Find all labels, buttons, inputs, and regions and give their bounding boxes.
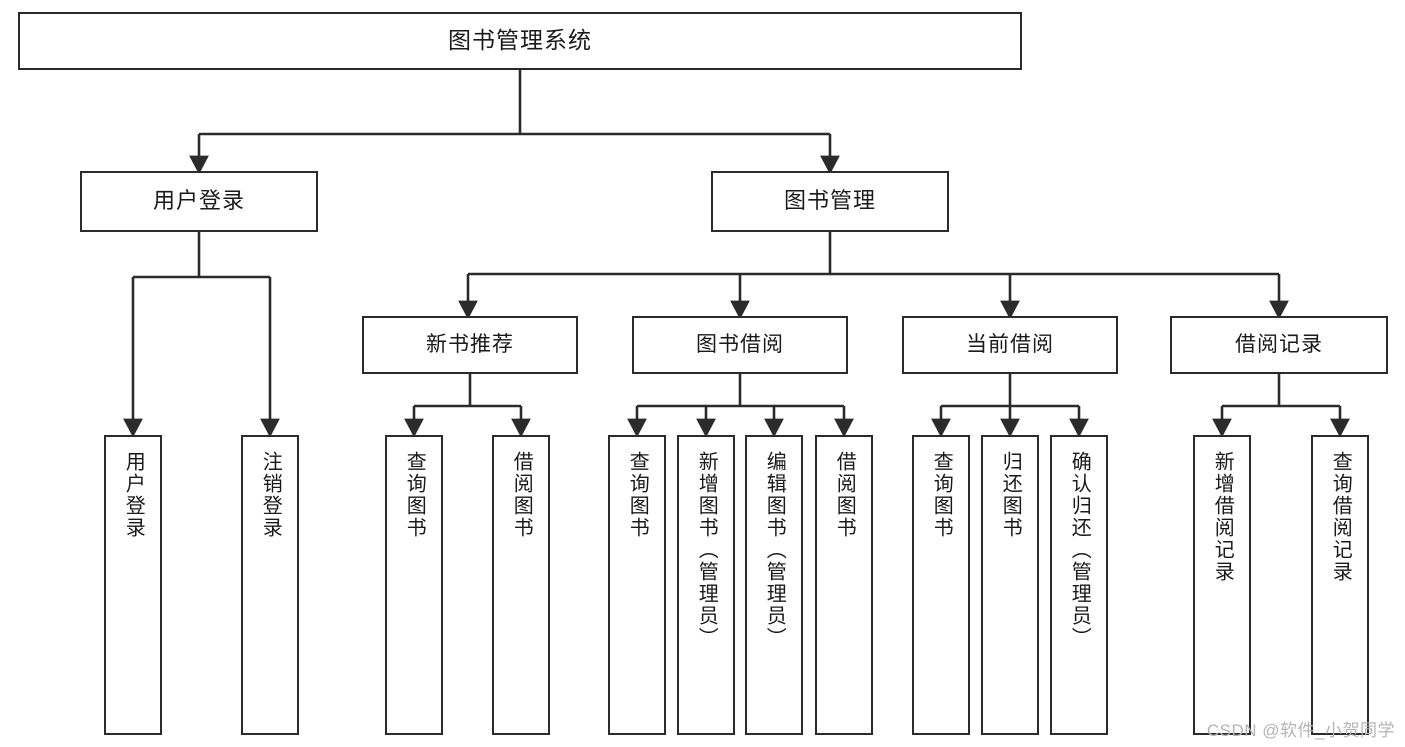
node-label: 查询图书 <box>930 451 953 539</box>
node-label: 图书管理 <box>783 188 876 214</box>
node-leaf-return-book[interactable]: 归还图书 <box>981 435 1039 735</box>
node-label: 借阅记录 <box>1235 333 1323 357</box>
node-label: 查询图书 <box>626 451 649 539</box>
node-label: 新增图书（管理员） <box>695 451 718 649</box>
node-book-borrow[interactable]: 图书借阅 <box>632 316 848 374</box>
node-label: 注销登录 <box>259 451 282 539</box>
node-leaf-query-book-borrow[interactable]: 查询图书 <box>608 435 666 735</box>
node-leaf-borrow-book-recommend[interactable]: 借阅图书 <box>492 435 550 735</box>
node-label: 借阅图书 <box>510 451 533 539</box>
node-label: 查询图书 <box>403 451 426 539</box>
csdn-watermark: CSDN @软件_小贺同学 <box>1206 721 1395 740</box>
node-label: 用户登录 <box>122 451 145 539</box>
node-user-login[interactable]: 用户登录 <box>80 171 318 232</box>
node-leaf-query-borrow-record[interactable]: 查询借阅记录 <box>1311 435 1369 735</box>
node-label: 归还图书 <box>999 451 1022 539</box>
node-book-manage[interactable]: 图书管理 <box>711 171 949 232</box>
node-label: 确认归还（管理员） <box>1068 451 1091 649</box>
node-label: 新增借阅记录 <box>1211 451 1234 583</box>
node-leaf-logout-login[interactable]: 注销登录 <box>241 435 299 735</box>
node-label: 查询借阅记录 <box>1329 451 1352 583</box>
node-leaf-edit-book-admin[interactable]: 编辑图书（管理员） <box>745 435 803 735</box>
node-label: 新书推荐 <box>426 333 514 357</box>
node-book-management-system[interactable]: 图书管理系统 <box>18 12 1022 70</box>
node-label: 图书借阅 <box>696 333 784 357</box>
node-new-book-recommend[interactable]: 新书推荐 <box>362 316 578 374</box>
node-label: 图书管理系统 <box>448 27 592 54</box>
node-label: 编辑图书（管理员） <box>763 451 786 649</box>
node-current-borrow[interactable]: 当前借阅 <box>902 316 1118 374</box>
node-label: 用户登录 <box>152 188 245 214</box>
node-leaf-query-book-recommend[interactable]: 查询图书 <box>385 435 443 735</box>
node-leaf-borrow-book[interactable]: 借阅图书 <box>815 435 873 735</box>
node-leaf-confirm-return-admin[interactable]: 确认归还（管理员） <box>1050 435 1108 735</box>
node-borrow-record[interactable]: 借阅记录 <box>1170 316 1388 374</box>
node-leaf-user-login[interactable]: 用户登录 <box>104 435 162 735</box>
node-label: 当前借阅 <box>966 333 1054 357</box>
node-leaf-add-borrow-record[interactable]: 新增借阅记录 <box>1193 435 1251 735</box>
node-leaf-add-book-admin[interactable]: 新增图书（管理员） <box>677 435 735 735</box>
node-leaf-query-book-current[interactable]: 查询图书 <box>912 435 970 735</box>
node-label: 借阅图书 <box>833 451 856 539</box>
